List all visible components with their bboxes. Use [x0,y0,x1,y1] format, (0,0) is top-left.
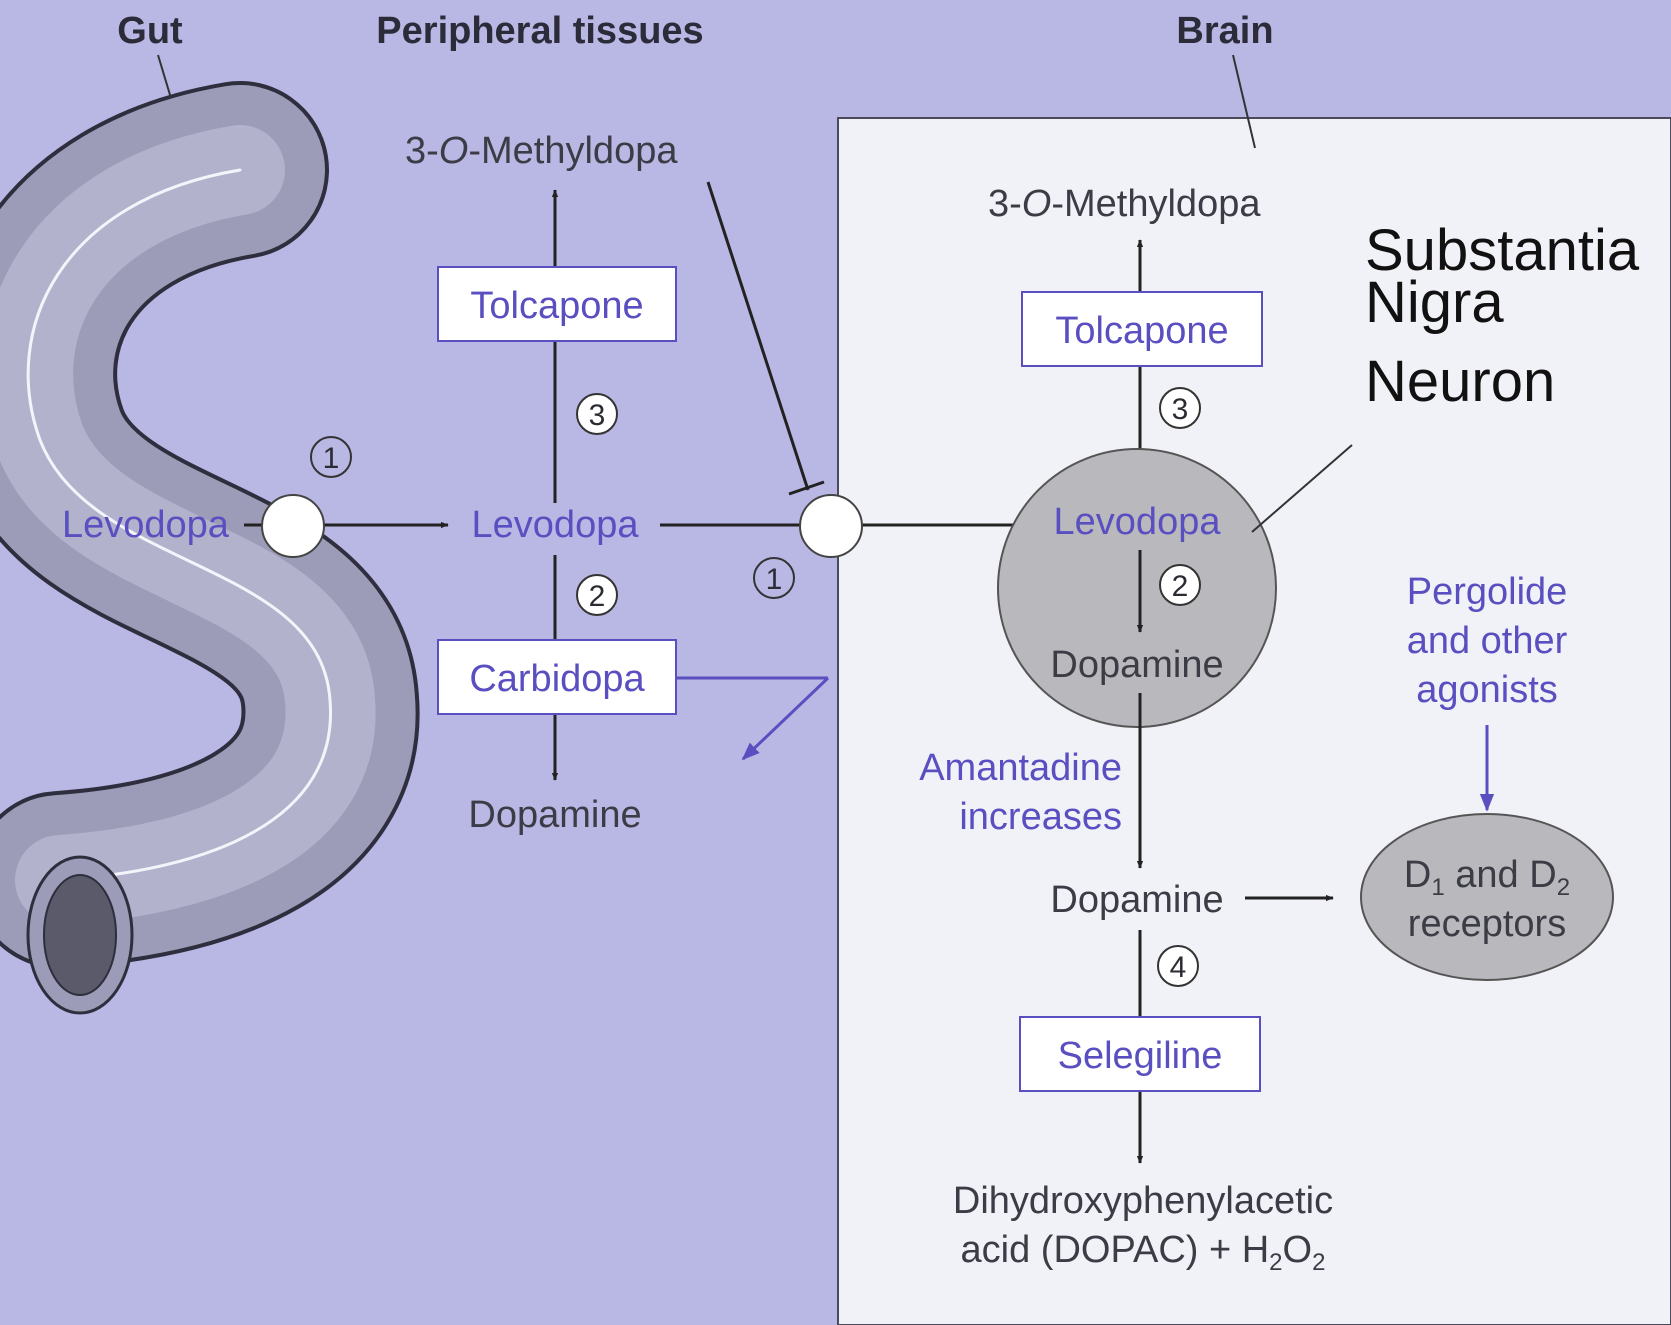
agonists-label-line3: agonists [1416,669,1558,711]
brain-header: Brain [1176,10,1273,52]
peripheral-levodopa-label: Levodopa [472,504,640,546]
gut-header: Gut [117,10,183,52]
annotation-line2: Nigra [1365,270,1504,335]
released-dopamine-label: Dopamine [1050,879,1223,921]
step-3-number-brain: 3 [1172,393,1189,426]
selegiline-label: Selegiline [1058,1035,1223,1077]
peripheral-dopamine-label: Dopamine [468,794,641,836]
step-1-number-bbb: 1 [766,563,783,596]
d1-d2-receptors-ellipse [1361,814,1613,980]
peripheral-tissues-header: Peripheral tissues [376,10,703,52]
receptor-label-line1: D1 and D2 [1404,854,1570,901]
gut-tube-illustration [28,170,331,1013]
agonists-label-line1: Pergolide [1407,571,1568,613]
step-2-number-brain: 2 [1172,570,1189,603]
brain-tolcapone-label: Tolcapone [1055,310,1228,352]
bbb-transporter-circle [800,495,862,557]
step-2-number-peripheral: 2 [589,580,606,613]
receptor-label-line2: receptors [1408,903,1566,945]
brain-levodopa-label: Levodopa [1054,501,1222,543]
carbidopa-label: Carbidopa [469,658,645,700]
gut-transporter-circle [262,495,324,557]
carbidopa-deflect-arrow [743,678,828,759]
neuron-dopamine-label: Dopamine [1050,644,1223,686]
dopac-label-line1: Dihydroxyphenylacetic [953,1180,1333,1222]
peripheral-tolcapone-label: Tolcapone [470,285,643,327]
step-3-number-peripheral: 3 [589,399,606,432]
peripheral-methyldopa-label: 3-O-Methyldopa [405,130,678,172]
methyldopa-inhibition-line [708,182,808,490]
gut-levodopa-label: Levodopa [62,504,230,546]
amantadine-label-line2: increases [959,796,1122,838]
step-1-number-gut: 1 [323,442,340,475]
step-4-number: 4 [1170,951,1187,984]
amantadine-label-line1: Amantadine [919,747,1122,789]
agonists-label-line2: and other [1407,620,1568,662]
annotation-line3: Neuron [1365,349,1555,414]
brain-methyldopa-label: 3-O-Methyldopa [988,183,1261,225]
